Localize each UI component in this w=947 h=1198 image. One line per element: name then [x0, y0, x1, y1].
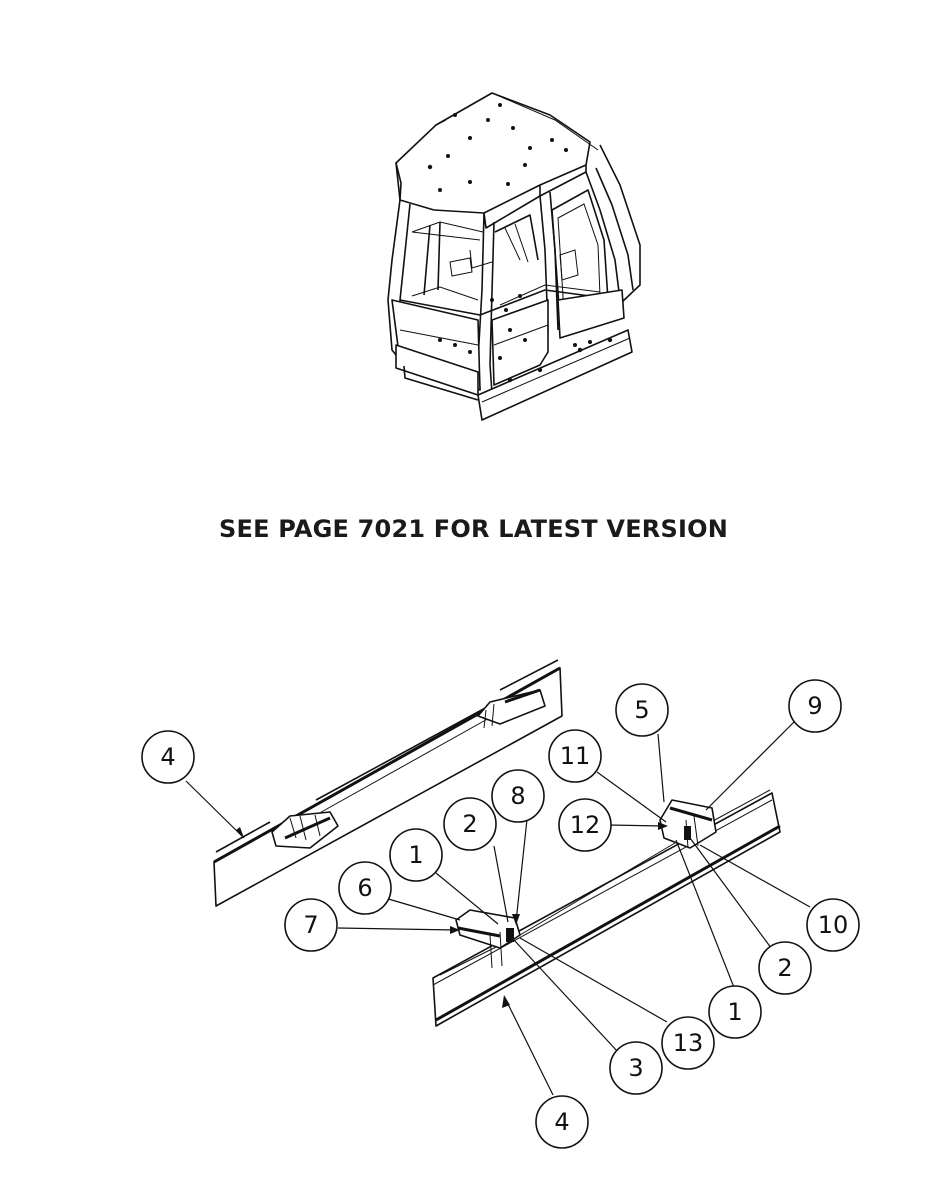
callout-12: 12 — [558, 798, 612, 852]
leader-lines — [185, 715, 811, 1096]
callout-label: 1 — [408, 841, 423, 869]
callout-label: 4 — [554, 1108, 569, 1136]
callout-label: 11 — [560, 742, 591, 770]
callout-4-bottom: 4 — [535, 1095, 589, 1149]
callout-8: 8 — [491, 769, 545, 823]
callout-label: 1 — [727, 998, 742, 1026]
callout-label: 3 — [628, 1054, 643, 1082]
callout-7: 7 — [284, 898, 338, 952]
callout-label: 6 — [357, 874, 372, 902]
callout-1-left: 1 — [389, 828, 443, 882]
cab-assembly-drawing — [387, 92, 641, 421]
callout-label: 13 — [673, 1029, 704, 1057]
callout-10: 10 — [806, 898, 860, 952]
callout-label: 10 — [818, 911, 849, 939]
callout-label: 4 — [160, 743, 175, 771]
callout-4-left: 4 — [141, 730, 195, 784]
right-rail-drawing — [432, 789, 781, 1027]
callout-1-right: 1 — [708, 985, 762, 1039]
callout-label: 9 — [807, 692, 822, 720]
callout-6: 6 — [338, 861, 392, 915]
callout-2-right: 2 — [758, 941, 812, 995]
callout-label: 12 — [570, 811, 601, 839]
callout-label: 2 — [777, 954, 792, 982]
callout-label: 2 — [462, 810, 477, 838]
callout-5: 5 — [615, 683, 669, 737]
callouts: 4 5 9 11 8 2 12 1 6 7 10 — [141, 679, 860, 1149]
left-rail-drawing — [213, 659, 563, 907]
version-note: SEE PAGE 7021 FOR LATEST VERSION — [219, 515, 728, 543]
callout-2-left: 2 — [443, 797, 497, 851]
callout-label: 5 — [634, 696, 649, 724]
callout-9: 9 — [788, 679, 842, 733]
callout-label: 7 — [303, 911, 318, 939]
callout-3: 3 — [609, 1041, 663, 1095]
callout-label: 8 — [510, 782, 525, 810]
callout-13: 13 — [661, 1016, 715, 1070]
callout-11: 11 — [548, 729, 602, 783]
